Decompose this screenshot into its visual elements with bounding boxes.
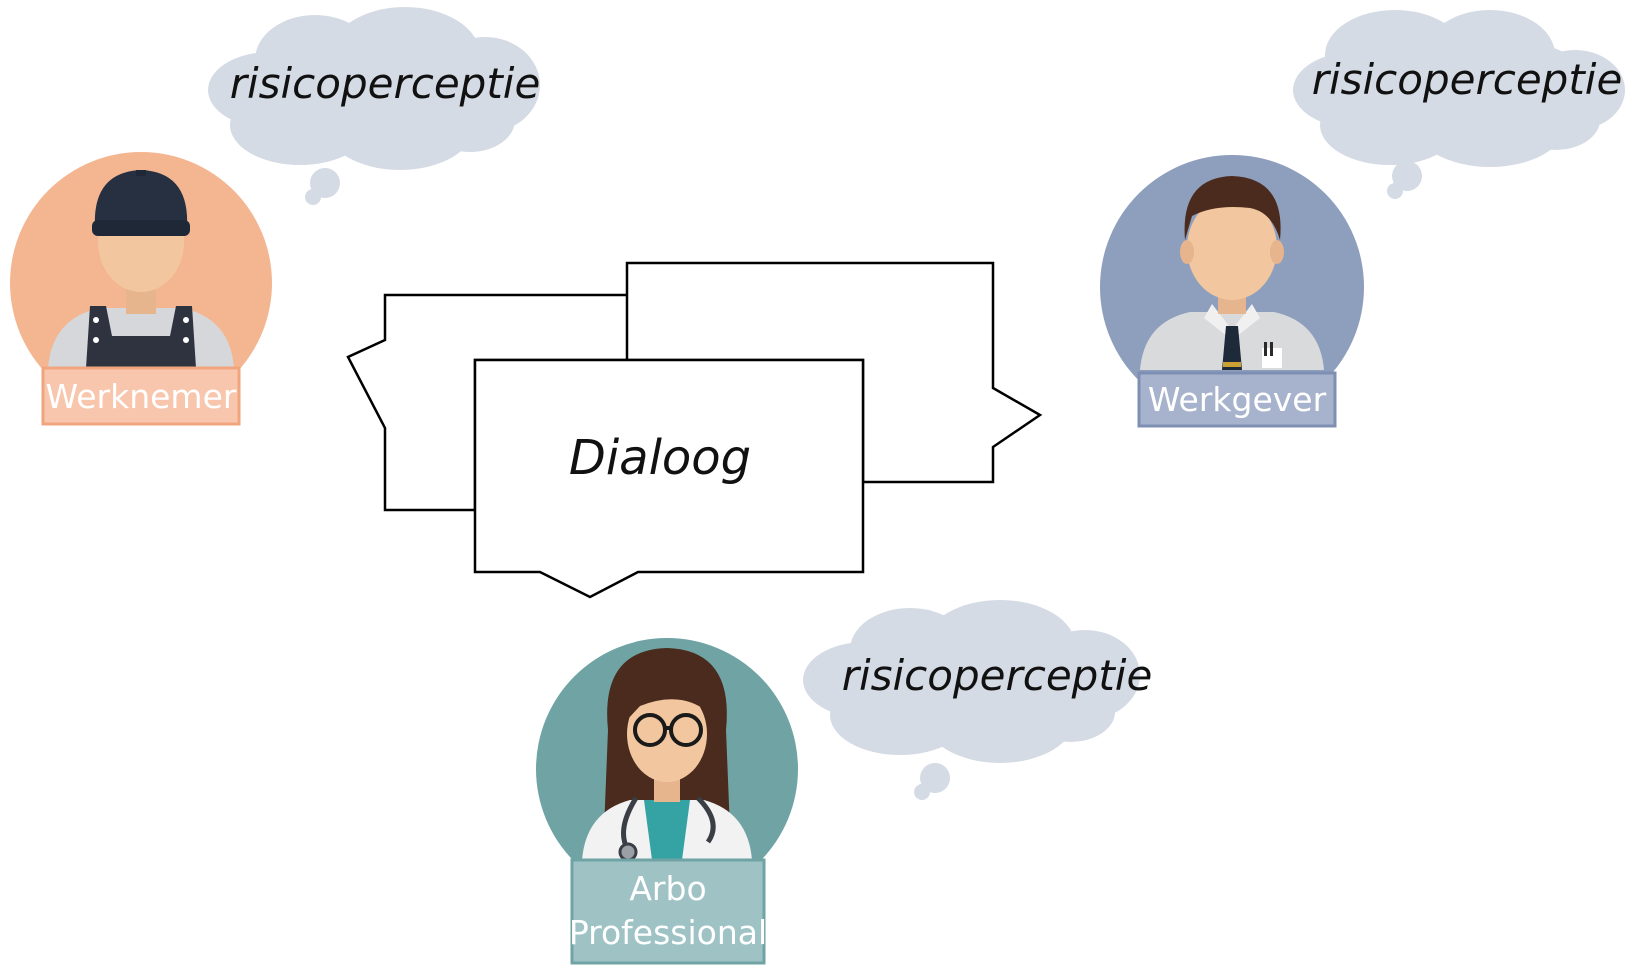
worker-icon <box>48 170 234 368</box>
thought-text-werkgever: risicoperceptie <box>1312 55 1623 104</box>
werkgever-label: Werkgever <box>1148 380 1327 419</box>
role-label-box <box>1137 371 1337 428</box>
role-label-box <box>41 366 241 426</box>
doctor-icon <box>582 648 752 862</box>
cloud-shape <box>208 7 540 205</box>
businessman-icon <box>1140 176 1324 370</box>
arbo-label-line1: Arbo <box>629 869 706 908</box>
thought-cloud-werknemer: risicoperceptie <box>208 7 540 205</box>
arbo-label-line2: Professional <box>569 913 767 952</box>
arbo-avatar: Arbo Professional <box>536 638 798 965</box>
thought-text-werknemer: risicoperceptie <box>230 59 541 108</box>
thought-text-arbo: risicoperceptie <box>842 651 1153 700</box>
role-label-box <box>570 858 766 965</box>
werkgever-avatar: Werkgever <box>1100 155 1364 428</box>
thought-cloud-arbo: risicoperceptie <box>803 600 1152 800</box>
cloud-shape <box>803 600 1140 800</box>
thought-cloud-werkgever: risicoperceptie <box>1293 10 1625 199</box>
werknemer-avatar: Werknemer <box>10 152 272 426</box>
callout-center <box>473 358 865 599</box>
dialog-label: Dialoog <box>569 430 751 486</box>
werknemer-label: Werknemer <box>46 377 237 416</box>
dialog-bubbles: Dialoog <box>346 261 1043 599</box>
cloud-shape <box>1293 10 1625 199</box>
